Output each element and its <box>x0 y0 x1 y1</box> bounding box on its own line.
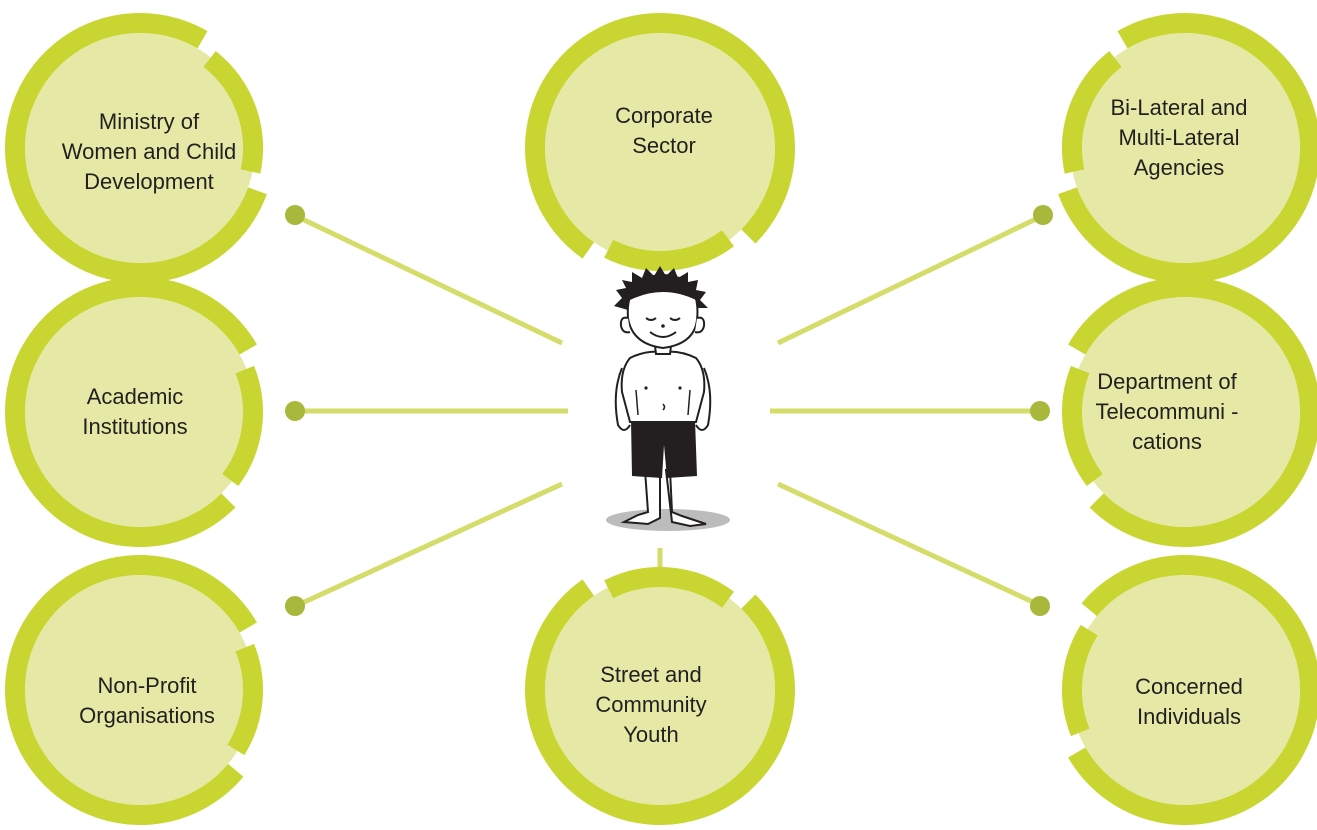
circles-layer <box>5 13 1317 825</box>
node-ring-youth <box>525 579 795 825</box>
node-ring-segment-agencies <box>1062 51 1122 174</box>
node-circle-individuals <box>1070 575 1300 805</box>
node-circle-youth <box>545 575 775 805</box>
node-ring-telecom <box>1068 277 1317 547</box>
connector-line-individuals <box>776 481 1037 606</box>
node-ring-corporate <box>525 13 795 259</box>
node-circle-corporate <box>545 33 775 263</box>
connector-line-nonprofit <box>298 481 564 607</box>
connector-dot-telecom <box>1030 401 1050 421</box>
node-ring-ministry <box>5 13 267 283</box>
node-label-corporate: Corporate Sector <box>615 103 713 158</box>
node-circle-agencies <box>1070 33 1300 263</box>
connector-dot-individuals <box>1030 596 1050 616</box>
node-ring-agencies <box>1058 13 1317 283</box>
node-circle-telecom <box>1070 297 1300 527</box>
connector-dot-nonprofit <box>285 596 305 616</box>
node-ring-segment-corporate <box>604 230 735 271</box>
node-ring-nonprofit <box>5 555 257 825</box>
node-ring-segment-individuals <box>1062 624 1098 737</box>
node-circle-ministry <box>25 33 255 263</box>
node-ring-segment-nonprofit <box>227 643 263 756</box>
connector-dot-ministry <box>285 205 305 225</box>
node-label-youth: Street and Community Youth <box>595 662 707 747</box>
connector-dot-academic <box>285 401 305 421</box>
node-circle-nonprofit <box>25 575 255 805</box>
node-ring-individuals <box>1068 555 1317 825</box>
connector-line-ministry <box>298 215 564 346</box>
node-circle-academic <box>25 297 255 527</box>
connector-line-agencies <box>776 215 1040 346</box>
node-label-academic: Academic Institutions <box>82 384 188 439</box>
connector-dot-agencies <box>1033 205 1053 225</box>
node-ring-segment-telecom <box>1062 365 1103 487</box>
child-illustration-icon <box>606 266 730 531</box>
node-label-telecom: Department of Telecommuni - cations <box>1095 369 1239 454</box>
node-ring-segment-academic <box>222 365 263 487</box>
node-ring-segment-ministry <box>203 51 263 174</box>
node-label-individuals: Concerned Individuals <box>1135 674 1243 729</box>
node-label-nonprofit: Non-Profit Organisations <box>79 673 215 728</box>
node-label-ministry: Ministry of Women and Child Development <box>61 109 237 194</box>
node-ring-academic <box>5 277 257 547</box>
node-ring-segment-youth <box>604 567 735 608</box>
node-label-agencies: Bi-Lateral and Multi-Lateral Agencies <box>1110 95 1248 180</box>
